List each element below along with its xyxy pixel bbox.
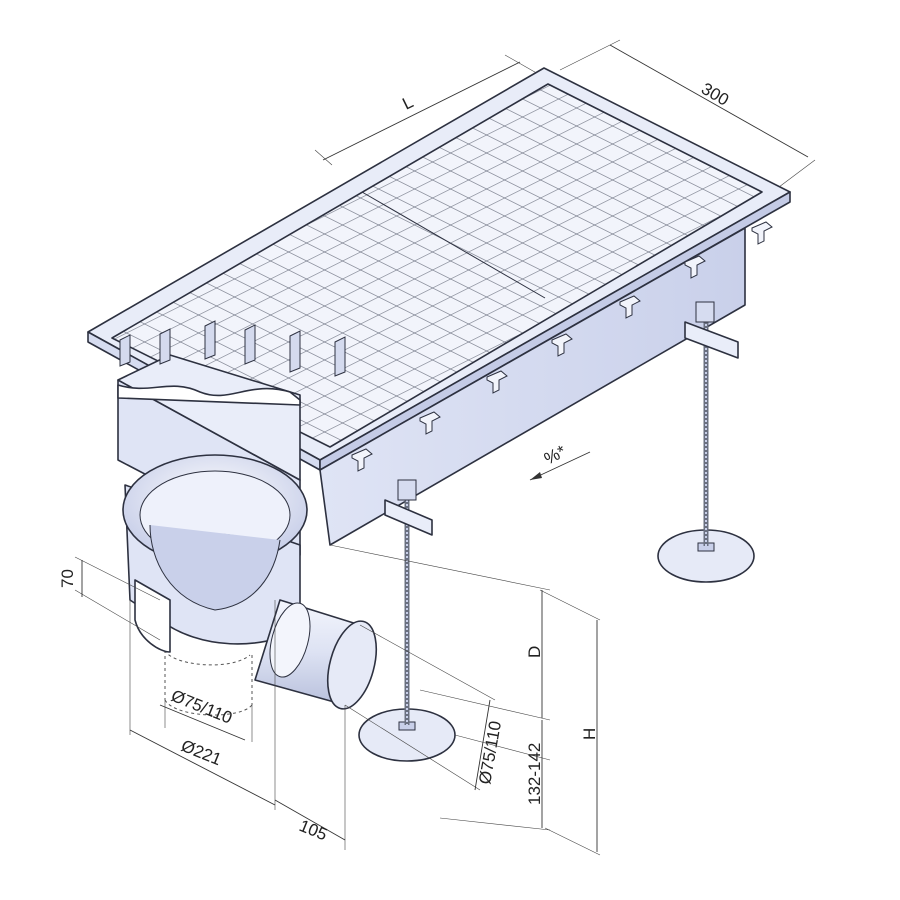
side-pipe <box>254 599 378 710</box>
foot-right <box>657 301 755 583</box>
body-diameter-label: Ø221 <box>179 736 225 769</box>
outlet-height-label: 70 <box>58 569 77 588</box>
side-pipe-diameter-label: Ø75/110 <box>475 719 505 785</box>
total-height-label: H <box>580 728 599 740</box>
gully-outlet <box>122 454 308 716</box>
width-label: 300 <box>698 79 732 110</box>
slope-indicator: %* <box>529 441 591 481</box>
side-wall-cleats <box>351 221 773 472</box>
foot-range-dimension: 132-142 <box>439 720 551 831</box>
outlet-height-dimension: 70 <box>58 556 161 641</box>
foot-range-label: 132-142 <box>525 743 544 805</box>
depth-dimension: D <box>329 544 551 721</box>
slope-label: %* <box>541 441 569 468</box>
outlet-offset-dimension: 105 <box>274 705 346 850</box>
foot-left <box>358 479 456 762</box>
depth-label: D <box>525 646 544 658</box>
length-label: L <box>399 92 416 113</box>
total-height-dimension: H <box>539 589 601 856</box>
outlet-offset-label: 105 <box>297 816 330 844</box>
outlet-diameter-label: Ø75/110 <box>169 686 235 728</box>
outlet-diameter-dimension: Ø75/110 <box>159 686 253 742</box>
